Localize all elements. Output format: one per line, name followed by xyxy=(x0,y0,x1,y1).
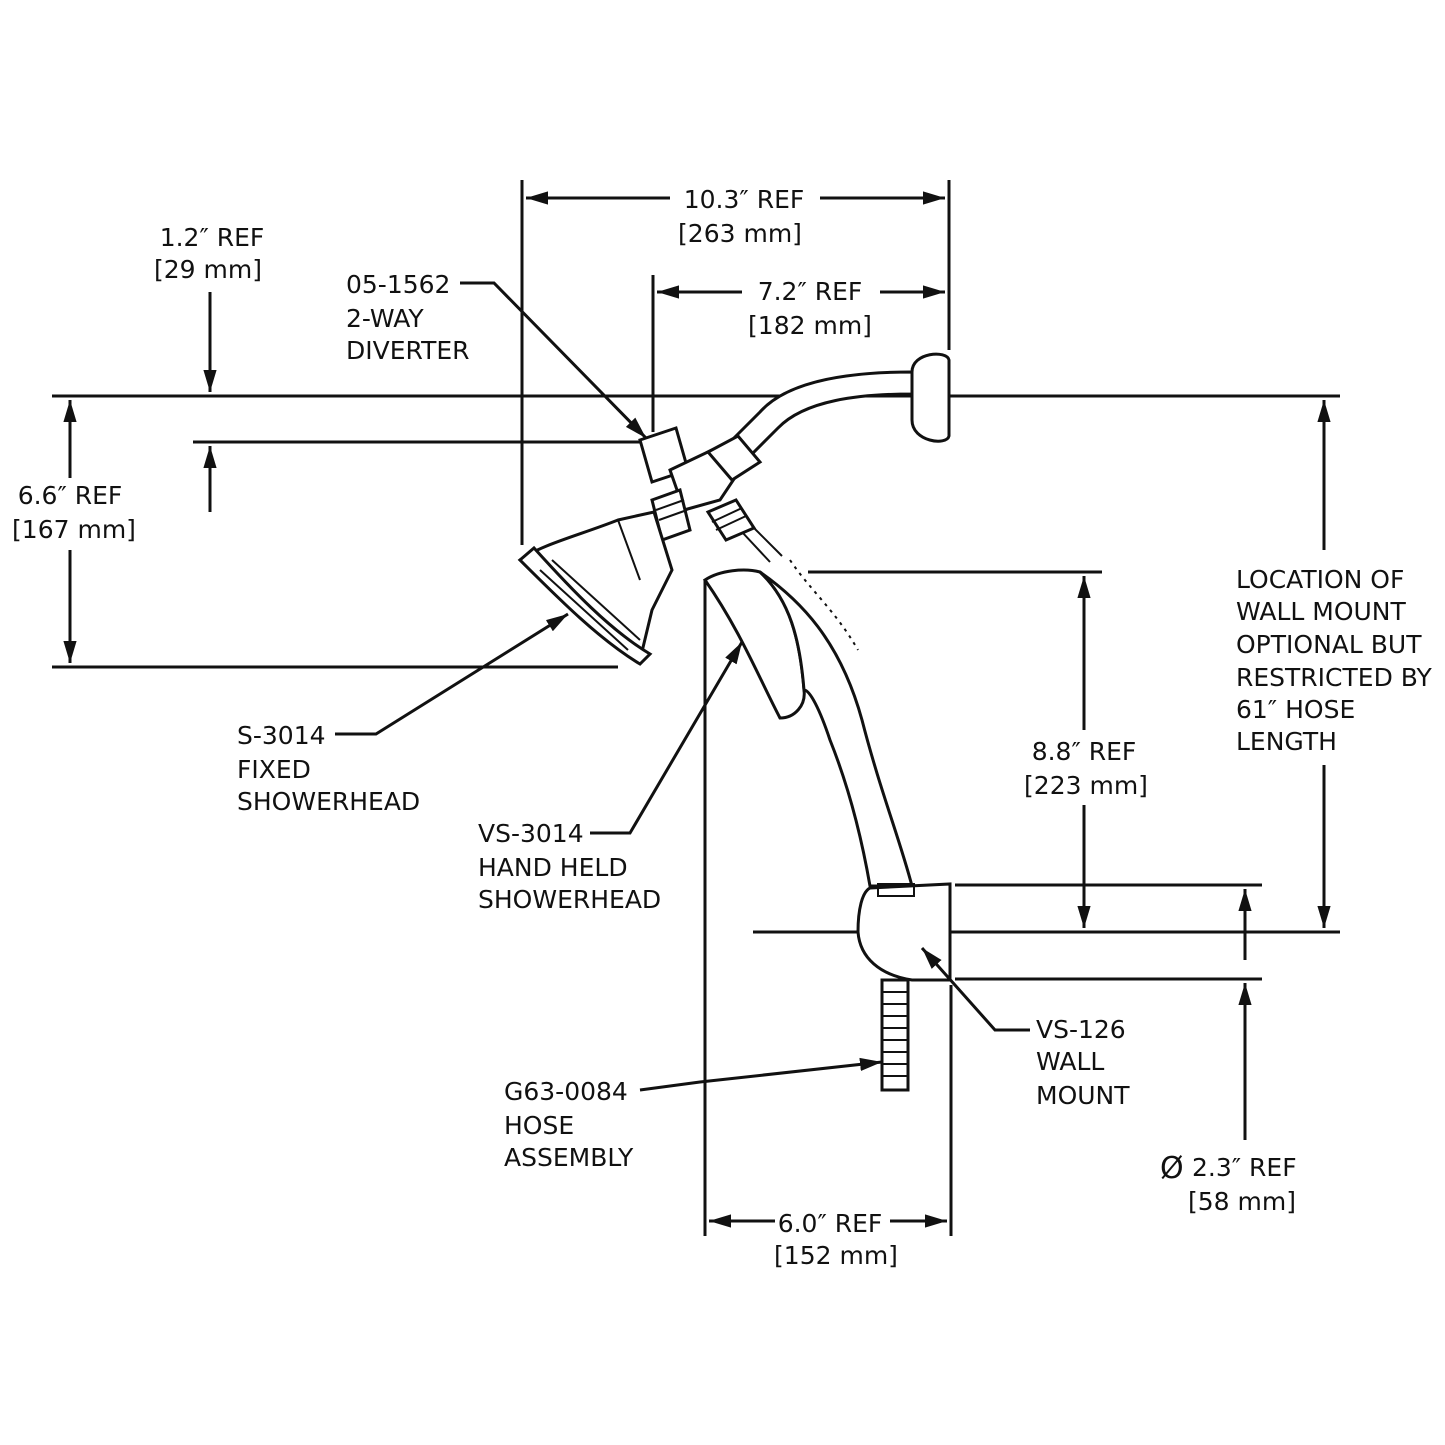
reference-lines xyxy=(52,180,1340,1236)
svg-text:VS-3014: VS-3014 xyxy=(478,819,584,848)
callout-handheld: VS-3014 HAND HELD SHOWERHEAD xyxy=(478,819,661,914)
svg-text:[167 mm]: [167 mm] xyxy=(12,515,136,544)
svg-text:10.3″ REF: 10.3″ REF xyxy=(684,185,805,214)
svg-text:FIXED: FIXED xyxy=(237,755,311,784)
dim-10-3-label: 10.3″ REF [263 mm] xyxy=(678,185,804,248)
diverter-body xyxy=(638,426,763,542)
svg-text:[263 mm]: [263 mm] xyxy=(678,219,802,248)
svg-text:2-WAY: 2-WAY xyxy=(346,304,424,333)
svg-text:HAND HELD: HAND HELD xyxy=(478,853,628,882)
svg-text:WALL MOUNT: WALL MOUNT xyxy=(1236,597,1407,626)
svg-text:[152 mm]: [152 mm] xyxy=(774,1241,898,1270)
leader-hose xyxy=(639,1057,883,1092)
svg-text:OPTIONAL BUT: OPTIONAL BUT xyxy=(1236,630,1422,659)
svg-text:G63-0084: G63-0084 xyxy=(504,1077,628,1106)
callout-hose: G63-0084 HOSE ASSEMBLY xyxy=(504,1077,634,1172)
svg-text:MOUNT: MOUNT xyxy=(1036,1081,1130,1110)
dim-1-2-label: 1.2″ REF [29 mm] xyxy=(154,223,264,284)
dim-8-8-label: 8.8″ REF [223 mm] xyxy=(1024,737,1148,800)
dim-6-6-label: 6.6″ REF [167 mm] xyxy=(12,481,136,544)
leader-diverter xyxy=(460,281,648,440)
svg-text:RESTRICTED BY: RESTRICTED BY xyxy=(1236,663,1433,692)
svg-text:SHOWERHEAD: SHOWERHEAD xyxy=(478,885,661,914)
diameter-symbol: Ø xyxy=(1160,1151,1184,1186)
dim-2-3-label: Ø 2.3″ REF [58 mm] xyxy=(1160,1151,1297,1216)
svg-text:[182 mm]: [182 mm] xyxy=(748,311,872,340)
svg-text:1.2″ REF: 1.2″ REF xyxy=(160,223,265,252)
svg-text:WALL: WALL xyxy=(1036,1047,1104,1076)
leader-handheld xyxy=(590,641,744,835)
svg-text:LOCATION OF: LOCATION OF xyxy=(1236,565,1404,594)
svg-text:VS-126: VS-126 xyxy=(1036,1015,1126,1044)
dimension-arrows xyxy=(63,191,1331,1228)
svg-text:05-1562: 05-1562 xyxy=(346,270,450,299)
svg-text:[58 mm]: [58 mm] xyxy=(1188,1187,1296,1216)
dim-6-0-label: 6.0″ REF [152 mm] xyxy=(774,1209,898,1270)
location-note: LOCATION OF WALL MOUNT OPTIONAL BUT REST… xyxy=(1236,565,1433,756)
shower-arm-flange xyxy=(725,352,951,460)
svg-text:[223 mm]: [223 mm] xyxy=(1024,771,1148,800)
svg-text:61″ HOSE: 61″ HOSE xyxy=(1236,695,1355,724)
svg-text:[29 mm]: [29 mm] xyxy=(154,255,262,284)
svg-text:S-3014: S-3014 xyxy=(237,721,326,750)
svg-text:2.3″ REF: 2.3″ REF xyxy=(1192,1153,1297,1182)
svg-text:LENGTH: LENGTH xyxy=(1236,727,1337,756)
svg-text:ASSEMBLY: ASSEMBLY xyxy=(504,1143,634,1172)
leader-wall-mount xyxy=(920,947,1030,1032)
svg-text:7.2″ REF: 7.2″ REF xyxy=(758,277,863,306)
callout-diverter: 05-1562 2-WAY DIVERTER xyxy=(346,270,470,365)
svg-text:6.0″ REF: 6.0″ REF xyxy=(778,1209,883,1238)
svg-text:SHOWERHEAD: SHOWERHEAD xyxy=(237,787,420,816)
dim-7-2-label: 7.2″ REF [182 mm] xyxy=(748,277,872,340)
callout-fixed-showerhead: S-3014 FIXED SHOWERHEAD xyxy=(237,721,420,816)
svg-text:HOSE: HOSE xyxy=(504,1111,574,1140)
svg-text:6.6″ REF: 6.6″ REF xyxy=(18,481,123,510)
handheld-showerhead-drawing xyxy=(702,525,914,888)
hose-drawing xyxy=(880,978,910,1092)
svg-text:DIVERTER: DIVERTER xyxy=(346,336,470,365)
svg-text:8.8″ REF: 8.8″ REF xyxy=(1032,737,1137,766)
fixed-showerhead-drawing xyxy=(517,510,674,666)
callout-wall-mount: VS-126 WALL MOUNT xyxy=(1036,1015,1130,1110)
leader-lines xyxy=(335,281,1030,1092)
leader-fixed-showerhead xyxy=(335,612,569,736)
